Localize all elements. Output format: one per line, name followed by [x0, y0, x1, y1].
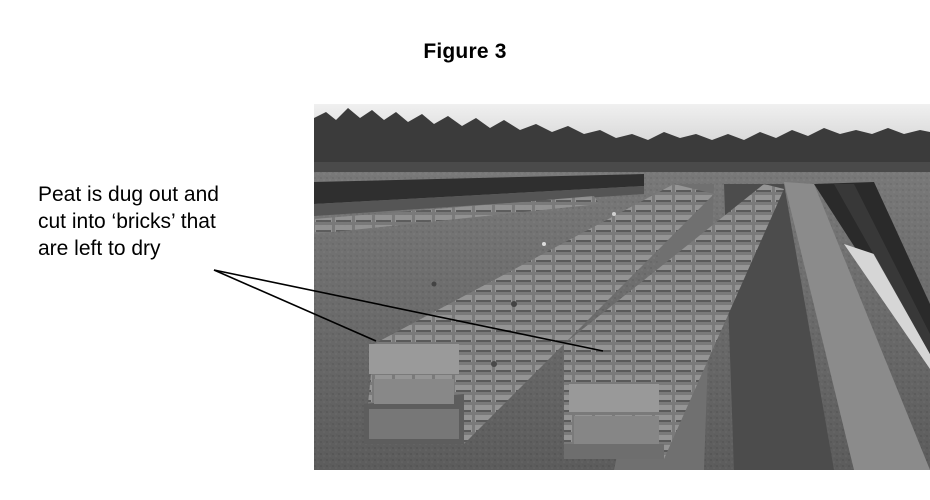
- figure-title: Figure 3: [423, 40, 507, 63]
- far-brick-rows: [314, 174, 644, 204]
- water-channel: [844, 244, 930, 369]
- figure-caption: Peat is dug out and cut into ‘bricks’ th…: [38, 181, 308, 262]
- caption-line-2: cut into ‘bricks’ that: [38, 210, 216, 233]
- caption-line-3: are left to dry: [38, 237, 161, 260]
- caption-line-1: Peat is dug out and: [38, 183, 219, 206]
- forest-treeline: [314, 108, 930, 174]
- peat-field-photo: [314, 104, 930, 470]
